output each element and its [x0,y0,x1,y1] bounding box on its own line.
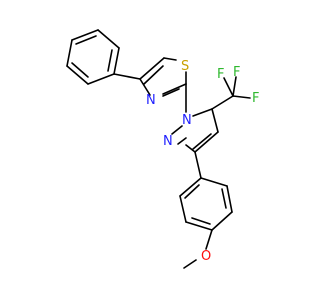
fluorine-label-3: F [252,91,259,106]
sulfur-label: S [181,59,189,74]
trifluoromethyl-group [211,76,251,110]
phenyl-thiazole-bond [113,73,141,80]
fluorine-label-2: F [233,65,240,80]
thiazole-ring [139,57,187,97]
pyrazole-ring [171,108,219,153]
fluorine-label-1: F [217,67,224,82]
oxygen-label: O [201,249,211,264]
phenyl-ring [66,29,120,85]
structure-diagram: S N N N O F F F [66,29,259,269]
pyrazole-aryl-bond [194,151,202,179]
pyrazole-n2-label: N [163,134,173,149]
molecule-canvas: S N N N O F F F [66,29,259,269]
methoxy-group [183,229,213,269]
methoxyphenyl-ring [179,177,233,231]
thiazole-nitrogen-label: N [146,93,156,108]
pyrazole-n1-label: N [182,113,192,128]
